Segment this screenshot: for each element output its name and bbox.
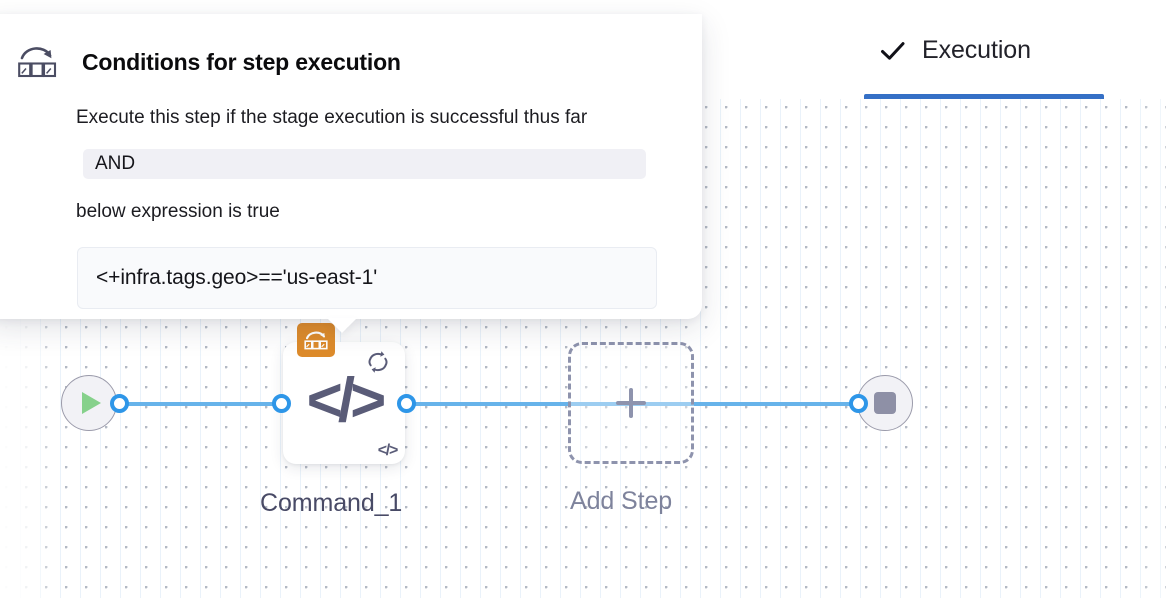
step-node-label-command: Command_1 (260, 489, 403, 517)
pipeline-end-node[interactable] (857, 375, 913, 431)
step-conditions-popover: Conditions for step execution Execute th… (0, 14, 702, 319)
connector-dot-start-output[interactable] (110, 394, 129, 413)
code-icon: </> (306, 366, 387, 435)
tab-execution[interactable]: Execution (880, 36, 1031, 65)
popover-title: Conditions for step execution (82, 48, 401, 75)
popover-header: Conditions for step execution (16, 42, 401, 82)
condition-operator-value: AND (95, 153, 136, 174)
code-icon-small: </> (377, 442, 399, 459)
shell-script-icon (16, 42, 58, 82)
check-icon (880, 40, 906, 62)
popover-pointer-arrow (327, 318, 357, 333)
tab-execution-label: Execution (922, 36, 1031, 64)
plus-icon-horizontal (616, 401, 646, 405)
pipeline-start-node[interactable] (61, 375, 117, 431)
step-node-command[interactable]: </> </> (283, 323, 405, 464)
popover-expression-description: below expression is true (76, 201, 280, 222)
connector-dot-end-input[interactable] (849, 394, 868, 413)
connector-dot-command-output[interactable] (397, 394, 416, 413)
condition-operator-field: AND (83, 149, 646, 179)
connector-wire-command-to-addstep (398, 402, 638, 406)
popover-condition-description: Execute this step if the stage execution… (76, 107, 588, 128)
loop-retry-icon (361, 346, 395, 380)
condition-expression-field: <+infra.tags.geo>=='us-east-1' (77, 247, 657, 309)
add-step-node[interactable] (568, 342, 694, 464)
play-icon (82, 392, 101, 414)
connector-dot-command-input[interactable] (272, 394, 291, 413)
connector-wire-start-to-command (112, 402, 290, 406)
tab-active-underline (864, 94, 1104, 99)
connector-wire-addstep-to-end (630, 402, 868, 406)
add-step-label: Add Step (570, 487, 673, 515)
condition-expression-value: <+infra.tags.geo>=='us-east-1' (96, 266, 378, 289)
stop-icon (874, 392, 896, 414)
